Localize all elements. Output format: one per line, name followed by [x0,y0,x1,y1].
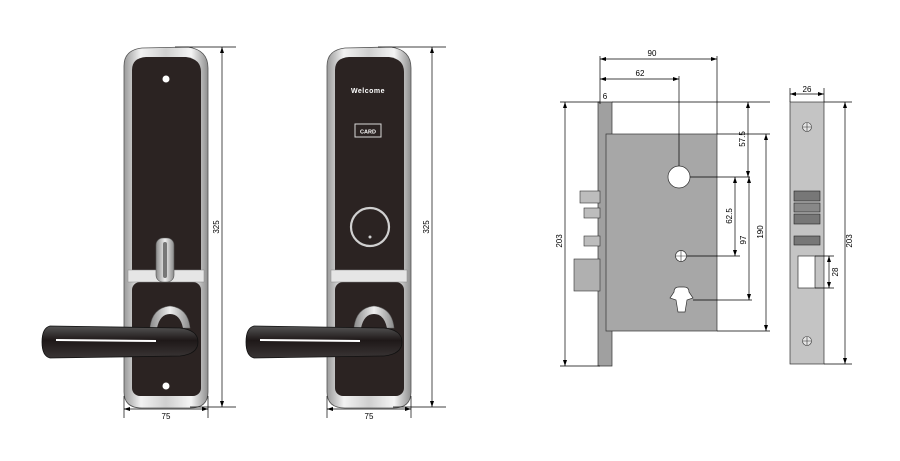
front-width-label: 75 [162,412,171,421]
welcome-text: Welcome [351,88,385,95]
front-panel [41,46,209,409]
back-panel: Welcome CARD [245,46,412,409]
lever-handle-icon[interactable] [41,325,199,359]
dim-6: 6 [603,92,608,101]
latch-opening [797,255,816,289]
lever-rose-inner [157,314,183,328]
deadbolt-front [793,202,821,213]
latch-bolt [579,190,601,204]
mortise-front-view [789,101,825,365]
spindle-hole-icon [667,165,691,189]
faceplate-front [789,101,825,365]
lever-highlight [259,339,361,342]
screw-hole-icon [162,382,170,390]
front-height-label: 325 [212,220,221,234]
front-panel-dark-face [132,57,201,270]
deadbolt-front [793,190,821,202]
back-height-label: 325 [422,220,431,234]
screw-hole-icon [162,75,170,83]
front-panel-dimensions: 325 75 [123,46,236,421]
dim-203-side: 203 [555,234,564,248]
mortise-case [605,133,718,332]
dim-26: 26 [803,85,812,94]
dim-190: 190 [756,225,765,239]
bolt-block [573,258,601,292]
deadbolt-2 [583,235,601,247]
dim-57-5: 57.5 [738,131,747,147]
back-panel-chrome-band [330,269,408,283]
dim-28: 28 [831,267,840,276]
deadbolt-front-small [793,235,821,246]
dim-62-5: 62.5 [725,208,734,224]
mortise-side-view [573,101,718,367]
thumb-turn-slot [163,242,167,278]
dim-97: 97 [739,235,748,244]
dim-203-front: 203 [845,234,854,248]
back-width-label: 75 [365,412,374,421]
lever-rose-inner [361,314,387,328]
lever-highlight [55,339,157,342]
card-text: CARD [360,130,376,136]
lever-handle-icon[interactable] [245,325,403,359]
mortise-side-dimensions: 90 62 6 203 57.5 62.5 97 19 [555,49,770,367]
cylinder-hole-icon [669,286,694,313]
deadbolt [583,207,601,219]
key-cylinder-icon[interactable] [349,206,391,248]
dim-90: 90 [648,49,657,58]
back-panel-dimensions: 325 75 [326,46,446,421]
mortise-front-dimensions: 26 203 28 [789,85,854,365]
keyhole-icon [368,235,372,239]
dim-62: 62 [636,69,645,78]
card-reader-icon[interactable] [354,123,382,138]
deadbolt-front [793,213,821,225]
